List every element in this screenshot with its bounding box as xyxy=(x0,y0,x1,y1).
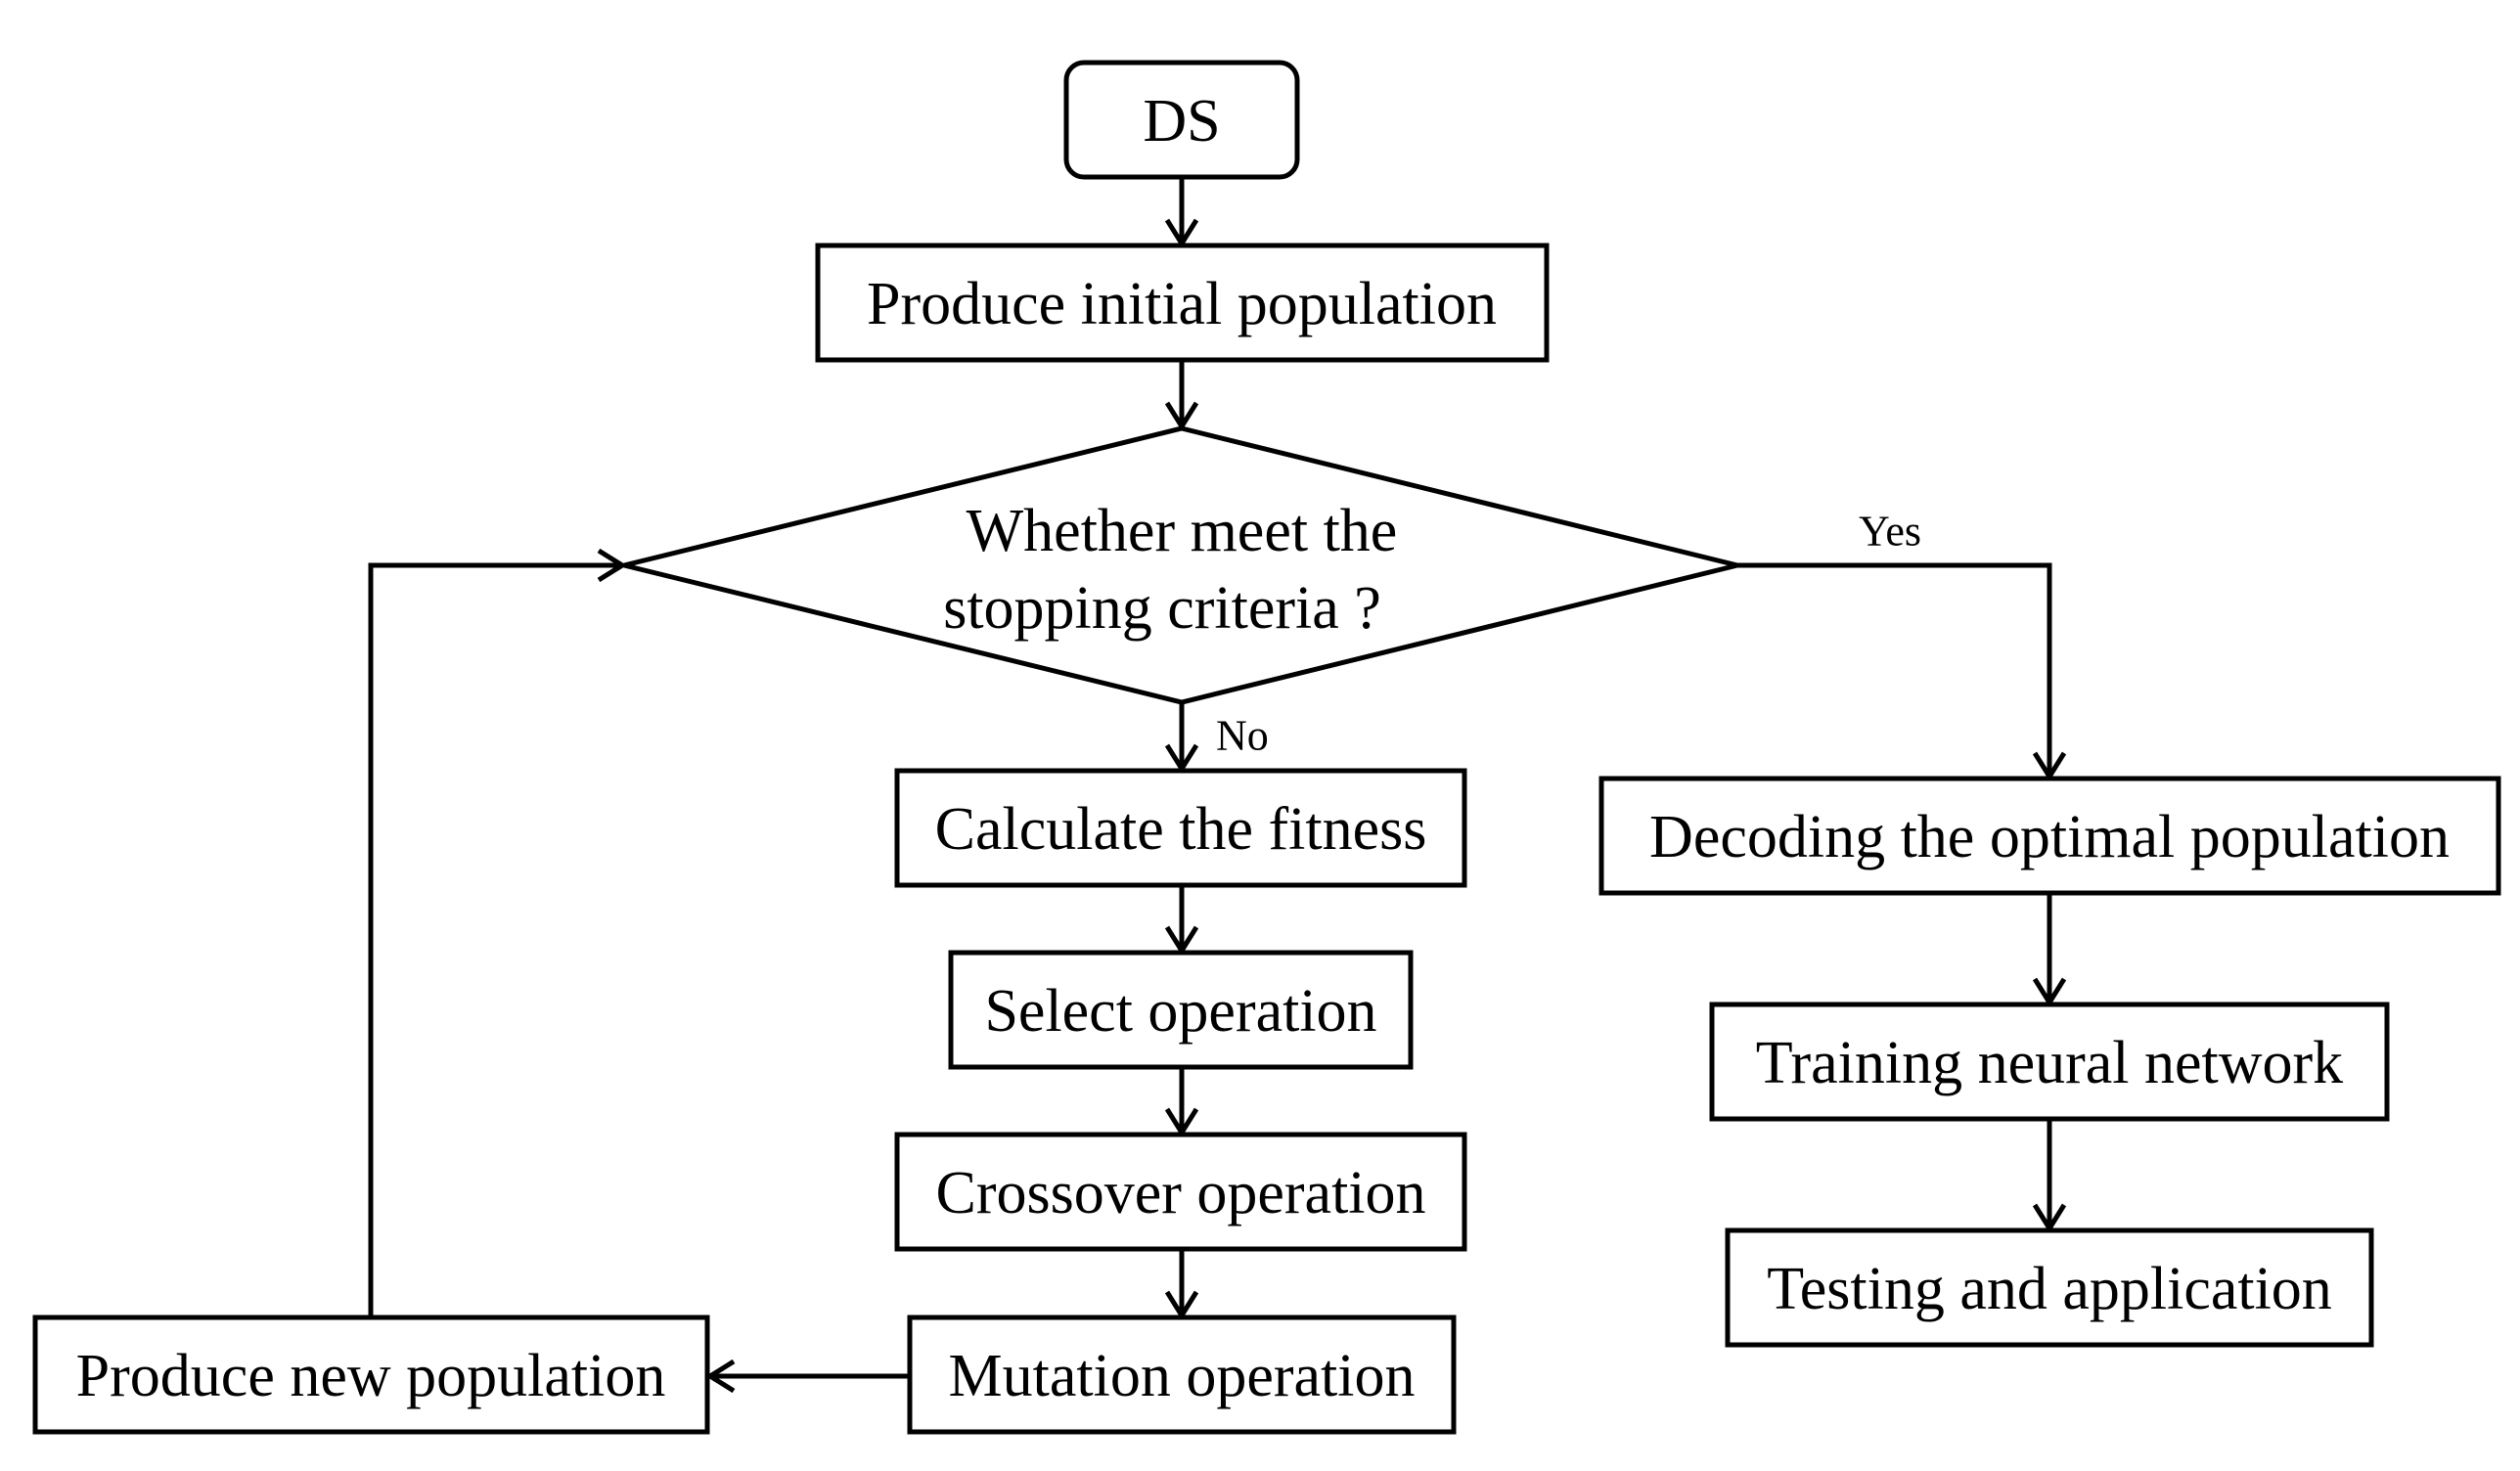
new-population-node: Produce new population xyxy=(32,1315,710,1435)
test-label: Testing and application xyxy=(1767,1256,2332,1322)
decision-label-line2: stopping criteria ? xyxy=(943,575,1381,642)
crossover-node: Crossover operation xyxy=(894,1132,1467,1252)
select-label: Select operation xyxy=(984,978,1376,1045)
arrow-new-population-to-decision xyxy=(368,565,622,1317)
crossover-label: Crossover operation xyxy=(935,1160,1425,1226)
new-population-label: Produce new population xyxy=(76,1343,666,1409)
no-label: No xyxy=(1216,712,1269,760)
arrow-decision-to-decode xyxy=(1737,562,2049,777)
decode-label: Decoding the optimal population xyxy=(1649,804,2450,870)
select-node: Select operation xyxy=(948,950,1414,1070)
decision-label-line1: Whether meet the xyxy=(967,498,1398,564)
decision-node: Whether meet the stopping criteria ? xyxy=(623,425,1738,705)
fitness-label: Calculate the fitness xyxy=(935,796,1427,863)
decode-node: Decoding the optimal population xyxy=(1598,776,2501,896)
fitness-node: Calculate the fitness xyxy=(894,768,1467,888)
train-node: Training neural network xyxy=(1709,1002,2390,1122)
test-node: Testing and application xyxy=(1725,1227,2374,1348)
init-population-node: Produce initial population xyxy=(815,243,1550,363)
start-node: DS xyxy=(1063,60,1300,180)
init-population-label: Produce initial population xyxy=(867,271,1497,337)
yes-label: Yes xyxy=(1859,508,1921,556)
mutation-node: Mutation operation xyxy=(907,1315,1457,1435)
start-label: DS xyxy=(1143,88,1220,155)
train-label: Training neural network xyxy=(1756,1030,2343,1096)
mutation-label: Mutation operation xyxy=(949,1343,1416,1409)
